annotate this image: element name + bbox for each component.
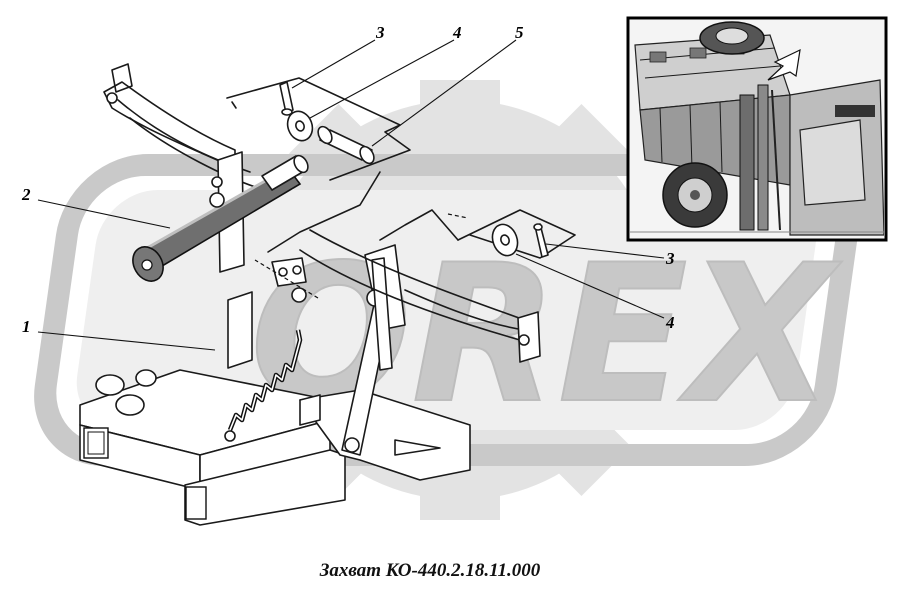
- figure-caption: Захват КО-440.2.18.11.000: [319, 560, 541, 581]
- grab-mechanism: [37, 39, 665, 526]
- inset-truck-view: [626, 16, 888, 242]
- callout-3-top: 3: [375, 23, 385, 42]
- callout-5: 5: [515, 23, 524, 42]
- callout-4-top: 4: [452, 23, 462, 42]
- end-bracket-right: [517, 311, 541, 363]
- pivot-bracket: [271, 257, 307, 287]
- washer-top: [286, 110, 314, 142]
- callout-2: 2: [21, 185, 31, 204]
- callout-4-right: 4: [665, 313, 675, 332]
- pin-axle: [317, 125, 375, 165]
- cotter-pin-top: [279, 81, 294, 116]
- hydraulic-cylinder: [132, 154, 309, 282]
- main-frame: [79, 369, 471, 526]
- callout-numbers: 3 4 5 2 1 3 4: [21, 23, 675, 336]
- callout-1: 1: [22, 317, 31, 336]
- callout-3-right: 3: [665, 249, 675, 268]
- leader-lines: [37, 39, 665, 351]
- washer-right: [491, 223, 519, 257]
- tension-spring: [224, 287, 307, 442]
- central-lever: [341, 244, 406, 456]
- cotter-pin-right: [533, 223, 549, 258]
